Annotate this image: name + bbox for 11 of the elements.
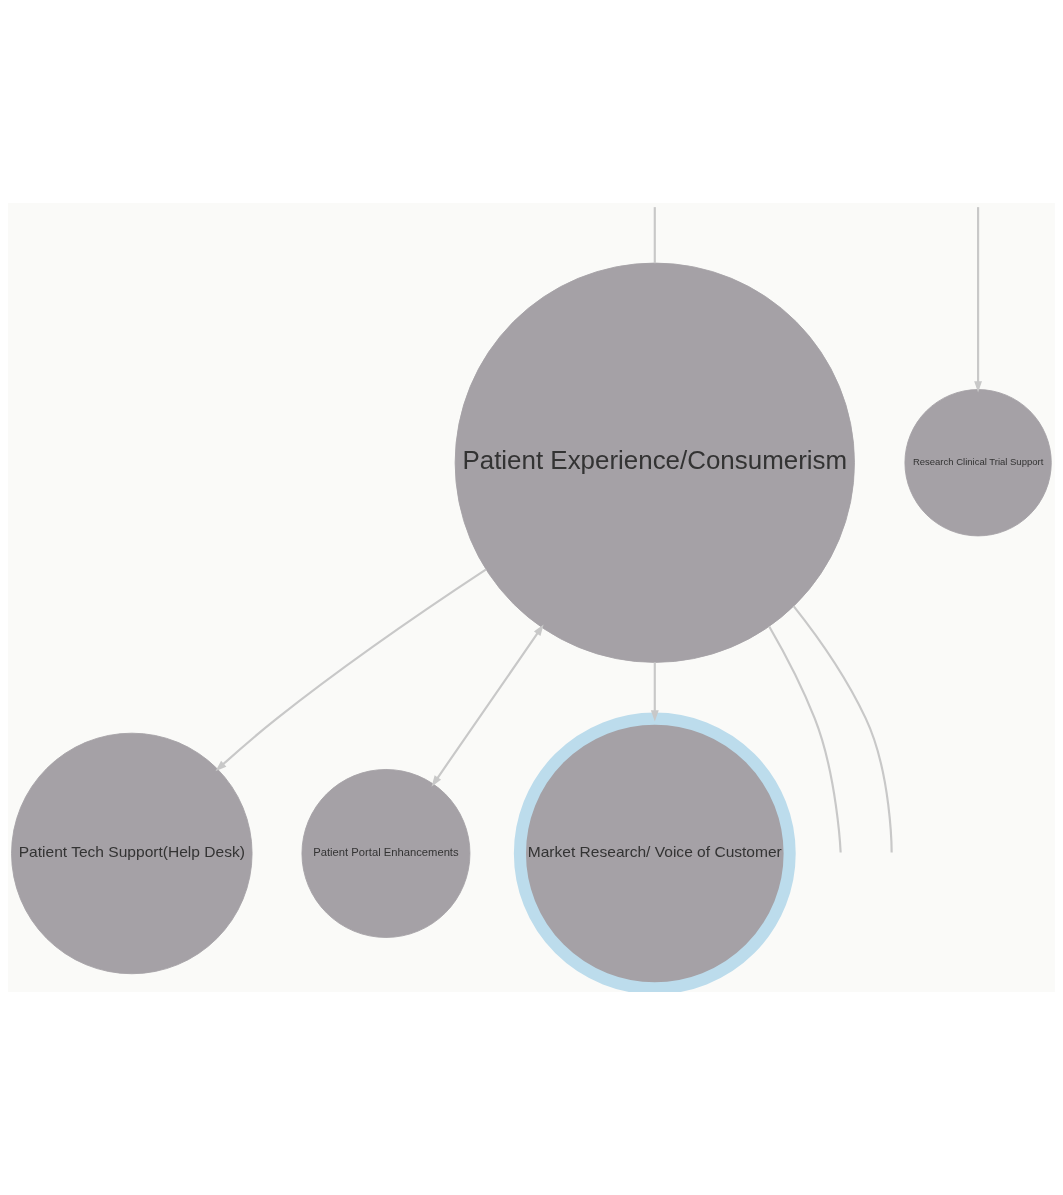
connector <box>653 207 656 264</box>
arrow <box>974 207 983 393</box>
arrow <box>215 568 487 772</box>
node-circle: Research Clinical Trial Support <box>904 389 1052 537</box>
node-circle: Patient Tech Support(Help Desk) <box>11 732 253 975</box>
arrow <box>650 662 659 722</box>
connector <box>792 605 893 853</box>
node-circle: Patient Experience/Consumerism <box>454 262 855 663</box>
node-circle: Patient Portal Enhancements <box>301 769 471 938</box>
connector <box>768 625 842 853</box>
arrow <box>431 624 544 787</box>
